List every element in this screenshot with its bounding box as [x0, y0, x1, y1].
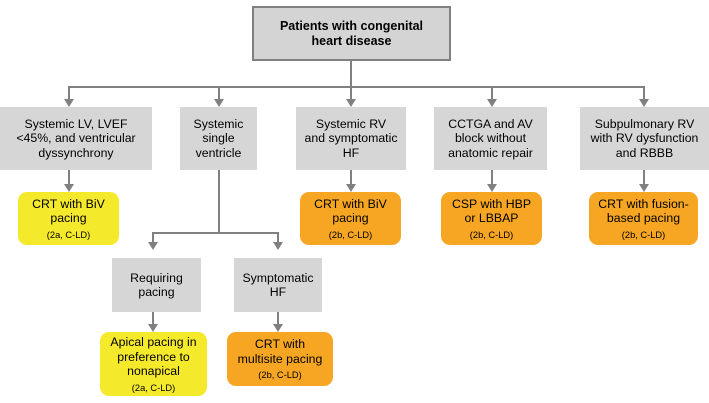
condition-node-symptomatic-hf-sub: Symptomatic HF [234, 258, 322, 312]
connector-drop-subbranch-2 [277, 232, 279, 244]
arrowhead-subbranch-1-rec [147, 324, 158, 332]
connector-drop-branch-1 [68, 86, 70, 101]
recommendation-node-crt-biv-rv: CRT with BiV pacing (2b, C-LD) [300, 192, 401, 245]
condition-node-systemic-lv-label: Systemic LV, LVEF <45%, and ventricular … [16, 116, 136, 160]
recommendation-node-crt-biv-lv-coe: (2a, C-LD) [46, 229, 91, 240]
connector-drop-branch-2 [218, 86, 220, 101]
arrowhead-branch-3-rec [345, 184, 356, 192]
connector-distribution-bar [68, 86, 644, 88]
connector-single-ventricle-stem [218, 170, 220, 233]
condition-node-cctga-av-block: CCTGA and AV block without anatomic repa… [434, 107, 547, 170]
connector-root-stem [350, 61, 352, 87]
condition-node-systemic-single-ventricle: Systemic single ventricle [180, 107, 257, 170]
condition-node-symptomatic-hf-sub-label: Symptomatic HF [242, 270, 314, 300]
recommendation-node-csp-hbp-lbbap-label: CSP with HBP or LBBAP [451, 196, 532, 226]
arrowhead-branch-5-rec [638, 184, 649, 192]
recommendation-node-crt-biv-rv-label: CRT with BiV pacing [314, 196, 387, 226]
arrowhead-branch-5 [638, 99, 649, 107]
recommendation-node-crt-fusion-coe: (2b, C-LD) [621, 229, 666, 240]
recommendation-node-csp-hbp-lbbap-coe: (2b, C-LD) [469, 229, 514, 240]
condition-node-systemic-rv: Systemic RV and symptomatic HF [296, 107, 406, 170]
root-node-label: Patients with congenital heart disease [279, 18, 424, 48]
connector-subbranch-2-to-rec [277, 312, 279, 326]
arrowhead-subbranch-2 [272, 242, 283, 250]
recommendation-node-crt-biv-lv: CRT with BiV pacing (2a, C-LD) [18, 192, 119, 245]
recommendation-node-crt-fusion-label: CRT with fusion- based pacing [598, 196, 689, 226]
arrowhead-branch-2 [213, 99, 224, 107]
connector-branch-1-to-rec [68, 170, 70, 186]
recommendation-node-crt-multisite-coe: (2b, C-LD) [258, 370, 302, 381]
recommendation-node-crt-multisite: CRT with multisite pacing (2b, C-LD) [227, 332, 333, 386]
condition-node-systemic-single-ventricle-label: Systemic single ventricle [193, 116, 244, 160]
connector-branch-4-to-rec [491, 170, 493, 186]
connector-drop-subbranch-1 [152, 232, 154, 244]
condition-node-subpulmonary-rv-label: Subpulmonary RV with RV dysfunction and … [590, 116, 699, 160]
connector-drop-branch-4 [491, 86, 493, 101]
condition-node-systemic-lv: Systemic LV, LVEF <45%, and ventricular … [0, 107, 152, 170]
recommendation-node-crt-biv-lv-label: CRT with BiV pacing [32, 196, 105, 226]
condition-node-cctga-av-block-label: CCTGA and AV block without anatomic repa… [448, 116, 533, 160]
recommendation-node-apical-pacing: Apical pacing in preference to nonapical… [100, 332, 207, 396]
arrowhead-branch-4 [486, 99, 497, 107]
connector-branch-3-to-rec [350, 170, 352, 186]
condition-node-subpulmonary-rv: Subpulmonary RV with RV dysfunction and … [580, 107, 709, 170]
connector-drop-branch-3 [350, 86, 352, 101]
condition-node-requiring-pacing: Requiring pacing [112, 258, 201, 312]
recommendation-node-apical-pacing-label: Apical pacing in preference to nonapical [110, 335, 197, 379]
arrowhead-subbranch-2-rec [272, 324, 283, 332]
recommendation-node-crt-biv-rv-coe: (2b, C-LD) [328, 229, 373, 240]
recommendation-node-crt-fusion: CRT with fusion- based pacing (2b, C-LD) [589, 192, 698, 245]
connector-branch-5-to-rec [643, 170, 645, 186]
recommendation-node-apical-pacing-coe: (2a, C-LD) [131, 382, 176, 393]
root-node-congenital-heart-disease: Patients with congenital heart disease [252, 6, 451, 61]
arrowhead-branch-1 [63, 99, 74, 107]
connector-sub-distribution-bar [152, 232, 279, 234]
recommendation-node-csp-hbp-lbbap: CSP with HBP or LBBAP (2b, C-LD) [441, 192, 542, 245]
recommendation-node-crt-multisite-label: CRT with multisite pacing [237, 337, 323, 366]
arrowhead-branch-4-rec [486, 184, 497, 192]
connector-subbranch-1-to-rec [152, 312, 154, 326]
condition-node-requiring-pacing-label: Requiring pacing [130, 270, 183, 300]
arrowhead-branch-3 [345, 99, 356, 107]
arrowhead-branch-1-rec [63, 184, 74, 192]
arrowhead-subbranch-1 [147, 242, 158, 250]
connector-drop-branch-5 [643, 86, 645, 101]
condition-node-systemic-rv-label: Systemic RV and symptomatic HF [304, 116, 398, 160]
